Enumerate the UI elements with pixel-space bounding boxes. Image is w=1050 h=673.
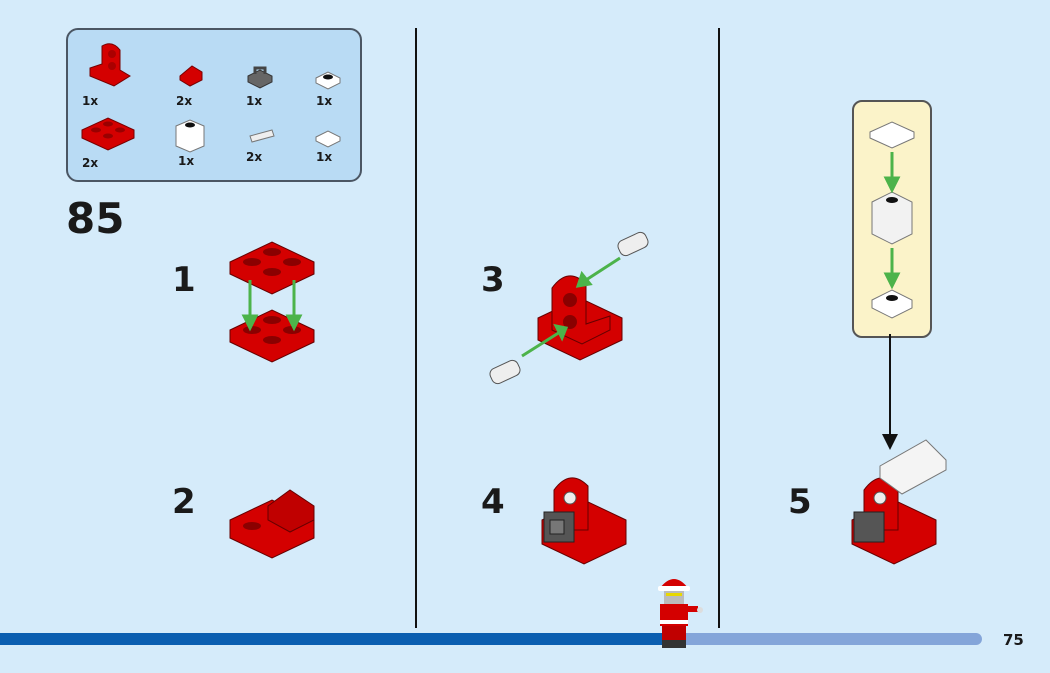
part-qty: 1x [316, 94, 333, 108]
white-plate-icon [315, 71, 341, 90]
part-qty: 1x [82, 94, 99, 108]
substep-number: 5 [788, 482, 812, 522]
placement-arrow [882, 334, 898, 450]
santa-minifigure-icon [658, 579, 703, 648]
sub-assembly-illustration [869, 121, 915, 319]
substep-number: 2 [172, 482, 196, 522]
red-plate-2x2-icon [81, 117, 135, 151]
white-brick-icon [175, 119, 205, 153]
progress-fill [0, 633, 668, 645]
column-divider [718, 28, 720, 628]
parts-list-panel: 1x 2x 1x 1x 2x 1x 2x 1x [66, 28, 362, 182]
white-pin-icon [249, 129, 275, 143]
step4-assembly-illustration [541, 477, 627, 565]
step3-bracket-pins-illustration [489, 231, 649, 385]
gray-clip-plate-icon [247, 66, 273, 89]
part-qty: 2x [82, 156, 99, 170]
step1-red-plates-illustration [229, 241, 315, 363]
white-tile-icon [315, 130, 341, 148]
step2-red-slope-illustration [229, 489, 315, 559]
red-bracket-brick-icon [89, 43, 131, 87]
red-slope-icon [179, 65, 203, 87]
step5-assembly-illustration [851, 439, 947, 565]
substep-number: 1 [172, 260, 196, 300]
part-qty: 1x [246, 94, 263, 108]
part-qty: 1x [316, 150, 333, 164]
substep-number: 4 [481, 482, 505, 522]
substep-number: 3 [481, 260, 505, 300]
part-qty: 1x [178, 154, 195, 168]
column-divider [415, 28, 417, 628]
sub-assembly-callout [852, 100, 932, 338]
part-qty: 2x [246, 150, 263, 164]
part-qty: 2x [176, 94, 193, 108]
build-step-number: 85 [66, 194, 125, 243]
page-number: 75 [1003, 631, 1024, 649]
